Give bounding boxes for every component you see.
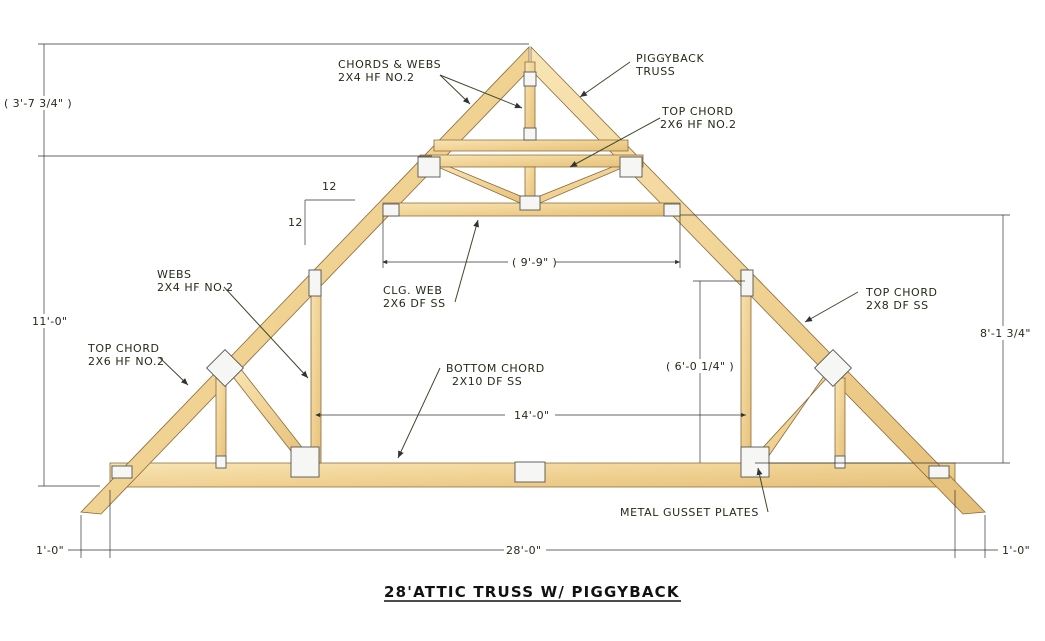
gusset-plate	[663, 203, 681, 217]
overhang-right-dim: 1'-0"	[1002, 544, 1030, 557]
gusset-plate	[215, 455, 227, 469]
top-chord-right-spec: 2X8 DF SS	[866, 299, 929, 312]
upper-horizontal-chord	[419, 154, 644, 168]
dimension-labels: ( 3'-7 3/4" ) 11'-0" 8'-1 3/4" ( 6'-0 1/…	[2, 96, 1040, 557]
span-dim: 28'-0"	[506, 544, 541, 557]
top-chord-right-label: TOP CHORD	[865, 286, 938, 299]
clg-web-spec: 2X6 DF SS	[383, 297, 446, 310]
gusset-plate	[205, 348, 245, 388]
attic-wall-right	[740, 269, 752, 464]
web-left-vertical	[215, 377, 227, 464]
gusset-plate	[111, 465, 133, 479]
gusset-label: METAL GUSSET PLATES	[620, 506, 759, 519]
gusset-plate	[382, 203, 400, 217]
web-left-diagonal	[229, 367, 309, 461]
gusset-plate	[619, 156, 643, 178]
leader-lines	[159, 61, 859, 513]
top-chord-right	[530, 46, 986, 515]
gusset-plate	[514, 461, 546, 483]
clg-web-label: CLG. WEB	[383, 284, 443, 297]
collar-web-left	[437, 166, 532, 204]
bottom-chord-label: BOTTOM CHORD	[446, 362, 545, 375]
collar-web-right	[528, 166, 625, 204]
chords-webs-label: CHORDS & WEBS	[338, 58, 441, 71]
chords-webs-spec: 2X4 HF NO.2	[338, 71, 415, 84]
gusset-plate	[523, 127, 537, 141]
wall-height-dim: ( 6'-0 1/4" )	[666, 360, 734, 373]
gusset-plate	[740, 446, 770, 478]
pitch-run: 12	[322, 180, 337, 193]
piggyback-bottom-chord	[433, 139, 629, 152]
gusset-plate	[417, 156, 441, 178]
bottom-chord-spec: 2X10 DF SS	[452, 375, 522, 388]
piggy-height-dim: ( 3'-7 3/4" )	[4, 97, 72, 110]
attic-room-height-dim: 8'-1 3/4"	[980, 327, 1031, 340]
truss-members	[80, 46, 986, 515]
pitch-rise: 12	[288, 216, 303, 229]
piggyback-label: PIGGYBACK	[636, 52, 704, 65]
dimension-lines	[38, 43, 1010, 558]
attic-wall-left	[310, 269, 322, 464]
gusset-plate	[523, 71, 537, 87]
gusset-plates	[111, 71, 950, 483]
top-chord-left-label: TOP CHORD	[87, 342, 160, 355]
gusset-plate	[834, 455, 846, 469]
webs-label: WEBS	[157, 268, 192, 281]
gusset-plate	[813, 348, 853, 388]
overhang-left-dim: 1'-0"	[36, 544, 64, 557]
web-right-vertical	[834, 377, 846, 464]
diagram-title: 28'ATTIC TRUSS W/ PIGGYBACK	[384, 583, 680, 601]
top-chord-left	[80, 46, 530, 515]
gusset-plate	[308, 269, 322, 297]
gusset-plate	[519, 195, 541, 211]
room-width-dim: 14'-0"	[514, 409, 549, 422]
gusset-plate	[290, 446, 320, 478]
piggyback-label-2: TRUSS	[635, 65, 675, 78]
top-chord-upper-spec: 2X6 HF NO.2	[660, 118, 737, 131]
top-chord-upper-label: TOP CHORD	[661, 105, 734, 118]
web-right-diagonal	[755, 367, 837, 461]
webs-spec: 2X4 HF NO.2	[157, 281, 234, 294]
collar-post	[524, 166, 536, 201]
total-height-dim: 11'-0"	[32, 315, 67, 328]
gusset-plate	[928, 465, 950, 479]
ceiling-width-dim: ( 9'-9" )	[512, 256, 557, 269]
member-labels: CHORDS & WEBS 2X4 HF NO.2 PIGGYBACK TRUS…	[87, 52, 938, 519]
top-chord-left-spec: 2X6 HF NO.2	[88, 355, 165, 368]
gusset-plate	[740, 269, 754, 297]
